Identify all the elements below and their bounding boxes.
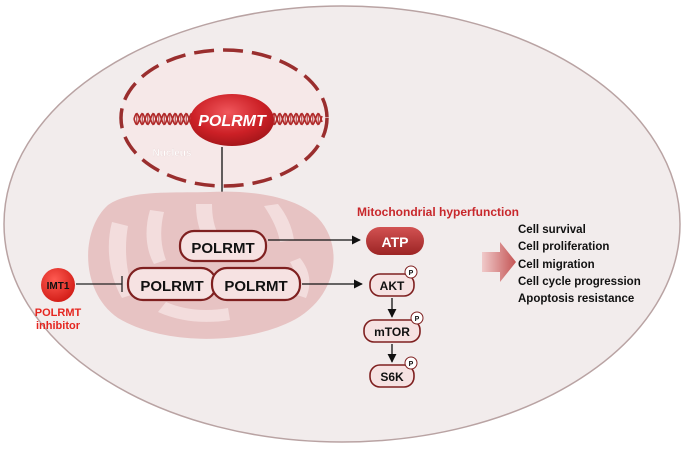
imt1-label: IMT1 [47, 281, 70, 292]
mtor-node [363, 319, 421, 343]
atp-node [366, 227, 424, 255]
mtor-label: mTOR [374, 325, 410, 339]
akt-label: AKT [380, 279, 405, 293]
outcome-item: Cell proliferation [518, 241, 609, 253]
outcome-item: Cell migration [518, 259, 595, 271]
outcome-item: Apoptosis resistance [518, 293, 634, 305]
mito-hyperfunction-heading: Mitochondrial hyperfunction [357, 205, 519, 219]
polrmt-complex-top [178, 229, 268, 263]
outcome-item: Cell survival [518, 224, 586, 236]
polrmt-nuclear-node [190, 94, 274, 146]
inhibitor-name: POLRMT [35, 307, 82, 319]
polrmt-dimer-left-label: POLRMT [140, 278, 203, 295]
atp-label: ATP [382, 234, 409, 250]
polrmt-nuclear-label: POLRMT [198, 113, 267, 130]
inhibition-line [76, 276, 123, 292]
nucleus-label: Nucleus [153, 148, 192, 159]
akt-phospho-label: P [409, 270, 414, 277]
inhibitor-role: inhibitor [36, 320, 81, 332]
mtor-phospho-label: P [415, 316, 420, 323]
polrmt-dimer-right-label: POLRMT [224, 278, 287, 295]
mtor-phospho-badge [410, 311, 424, 325]
polrmt-complex-top-label: POLRMT [191, 240, 254, 257]
polrmt-dimer-right [210, 266, 302, 302]
s6k-node [369, 364, 415, 388]
imt1-node [41, 268, 75, 302]
s6k-label: S6K [380, 370, 404, 384]
outcome-list: Cell survival Cell proliferation Cell mi… [518, 224, 641, 305]
akt-node [369, 273, 415, 297]
akt-phospho-badge [404, 265, 418, 279]
s6k-phospho-badge [404, 356, 418, 370]
outcome-arrow-icon [482, 242, 516, 282]
s6k-phospho-label: P [409, 361, 414, 368]
outcome-item: Cell cycle progression [518, 276, 641, 288]
